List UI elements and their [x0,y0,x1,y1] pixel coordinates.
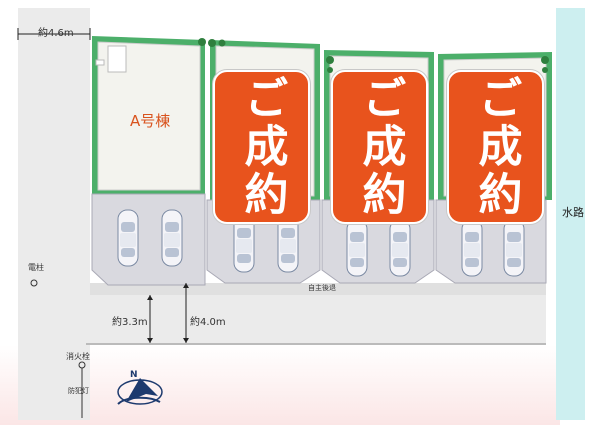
lower-area [0,345,560,425]
sold-badge-lot-b: ご成約 [213,70,310,224]
dimension-lines [17,28,187,343]
waterway [556,8,585,420]
road-width-40-label: 約4.0m [190,317,226,328]
compass-icon [117,378,163,405]
front-road [18,295,546,343]
compass-north-label: N [130,370,138,380]
sold-badge-lot-c: ご成約 [331,70,428,224]
utility-pole-icon [30,279,38,287]
road-width-33-label: 約3.3m [112,317,148,328]
waterway-label: 水路 [562,206,584,219]
setback-label: 自主後退 [308,284,336,292]
trees [198,38,549,73]
setback-strip [90,283,546,295]
building-a-label: A号棟 [130,112,171,130]
lot-a [97,41,201,191]
left-road [18,8,90,420]
lot-a-parking [91,193,206,286]
road-width-top-label: 約4.6m [38,28,74,39]
sold-badge-lot-d: ご成約 [447,70,544,224]
fire-hydrant-label: 消火栓 [66,352,90,361]
utility-pole-label: 電柱 [28,263,44,272]
security-light-label: 防犯灯 [68,387,89,395]
